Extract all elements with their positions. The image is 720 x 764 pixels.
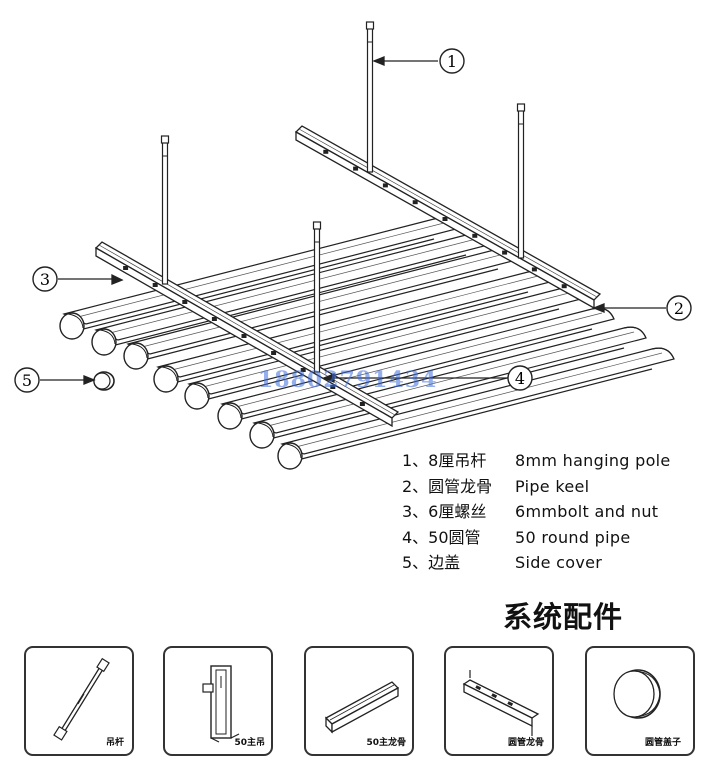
keel-slot — [502, 250, 508, 255]
callout-3-number: 3 — [40, 270, 50, 289]
part-card-hanging-rod: 吊杆 — [24, 646, 134, 756]
hanging-rods — [160, 21, 526, 373]
side-cover — [93, 371, 115, 391]
callout-4: 4 — [507, 365, 533, 391]
keel-slot — [323, 149, 329, 154]
callout-3: 3 — [32, 266, 58, 292]
part-card-pipe-keel: 圆管龙骨 — [444, 646, 554, 756]
legend-item-hanging-pole: 1、8厘吊杆 8mm hanging pole — [402, 448, 702, 474]
legend-item-pipe-keel: 2、圆管龙骨 Pipe keel — [402, 474, 702, 500]
keel-slot — [182, 300, 188, 304]
parts-legend: 1、8厘吊杆 8mm hanging pole 2、圆管龙骨 Pipe keel… — [402, 448, 702, 576]
legend-item-bolt-nut: 3、6厘螺丝 6mmbolt and nut — [402, 499, 702, 525]
part-card-main-hanger: 50主吊 — [163, 646, 273, 756]
part-label: 圆管龙骨 — [507, 738, 544, 748]
legend-item-round-pipe: 4、50圆管 50 round pipe — [402, 525, 702, 551]
keel-slot — [442, 217, 448, 221]
hanging-rod — [365, 21, 375, 173]
legend-zh: 3、6厘螺丝 — [402, 502, 487, 521]
part-label: 吊杆 — [105, 738, 124, 748]
keel-slot — [472, 233, 478, 238]
callout-2: 2 — [666, 295, 692, 321]
legend-en: 6mmbolt and nut — [515, 502, 659, 521]
keel-slot — [123, 266, 129, 270]
callout-2-number: 2 — [674, 299, 684, 318]
round-pipe — [217, 307, 615, 430]
keel-slot — [531, 267, 537, 272]
hanging-rod — [160, 135, 170, 285]
pipe-keel-front — [94, 241, 400, 428]
main-hanger-icon — [202, 665, 240, 743]
keel-slot — [300, 368, 306, 372]
legend-zh: 5、边盖 — [402, 553, 461, 572]
part-label: 50主龙骨 — [366, 738, 406, 748]
callout-5: 5 — [14, 367, 40, 393]
legend-item-side-cover: 5、边盖 Side cover — [402, 550, 702, 576]
legend-en: Side cover — [515, 553, 603, 572]
keel-slot — [211, 317, 217, 321]
callout-5-number: 5 — [22, 371, 32, 390]
keel-slot — [330, 385, 336, 389]
watermark-phone: 18802791434 — [258, 367, 438, 393]
legend-zh: 2、圆管龙骨 — [402, 476, 493, 496]
keel-slot — [359, 402, 365, 406]
system-accessories-title: 系统配件 — [503, 600, 624, 634]
round-pipes — [59, 217, 675, 470]
round-pipe — [277, 347, 675, 470]
keel-slot — [382, 183, 388, 188]
legend-zh: 4、50圆管 — [402, 527, 481, 547]
part-card-main-keel: 50主龙骨 — [304, 646, 414, 756]
keel-slot — [271, 351, 277, 355]
keel-slot — [241, 334, 247, 338]
part-label: 50主吊 — [234, 738, 265, 748]
hanging-rod — [516, 103, 526, 259]
callout-1: 1 — [439, 48, 465, 74]
keel-slot — [152, 283, 158, 287]
main-keel-icon — [324, 681, 400, 734]
part-label: 圆管盖子 — [644, 738, 681, 748]
legend-zh: 1、8厘吊杆 — [402, 451, 487, 470]
keel-slot — [412, 200, 418, 205]
round-pipe — [249, 326, 647, 449]
legend-en: 50 round pipe — [515, 527, 631, 547]
pipe-keel-icon — [462, 670, 540, 736]
part-card-pipe-cap: 圆管盖子 — [585, 646, 695, 756]
callout-1-number: 1 — [447, 52, 457, 71]
legend-en: Pipe keel — [515, 476, 590, 496]
pipe-cap-icon — [613, 669, 661, 719]
hanging-rod — [312, 221, 322, 373]
keel-slot — [561, 284, 567, 289]
callout-4-number: 4 — [515, 369, 525, 388]
callout-leaders — [40, 56, 666, 385]
legend-en: 8mm hanging pole — [515, 451, 671, 470]
ceiling-assembly-diagram: 1 2 3 4 5 — [14, 21, 692, 470]
keel-slot — [353, 166, 359, 171]
hanging-rod-icon — [53, 657, 110, 741]
